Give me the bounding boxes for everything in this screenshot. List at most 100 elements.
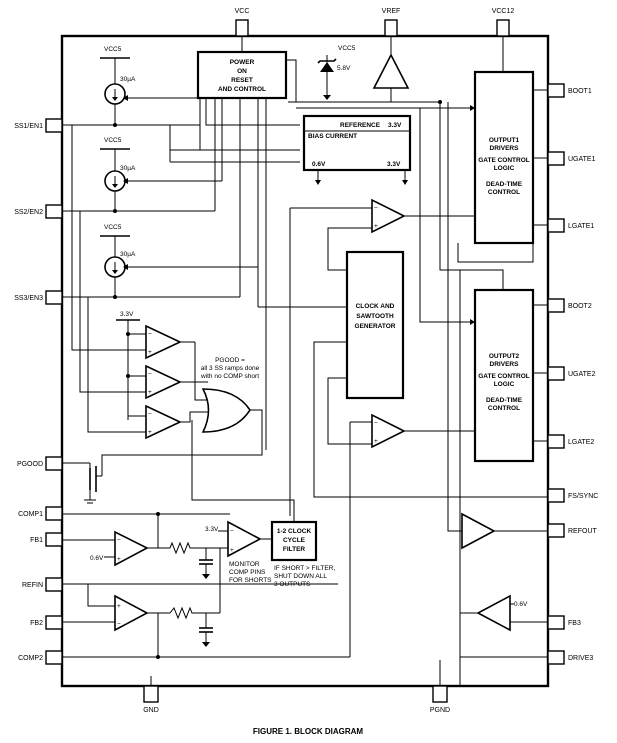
pin-label-ss2: SS2/EN2 — [14, 209, 43, 216]
out1-line-4: GATE CONTROL — [478, 157, 530, 164]
pin-refout: REFOUT — [547, 523, 598, 538]
pin-label-lgate2: LGATE2 — [568, 439, 594, 446]
fb3-op-amp-icon — [476, 594, 511, 632]
pgood-note-1: PGOOD = — [215, 357, 245, 364]
out1-line-8: CONTROL — [488, 189, 520, 196]
reference-3v3-label: 3.3V — [388, 122, 402, 129]
pin-label-fb1: FB1 — [30, 537, 43, 544]
refout-buffer-op-amp-icon — [461, 512, 496, 550]
pin-label-pgood: PGOOD — [17, 461, 43, 468]
power-on-reset-block: POWER ON RESET AND CONTROL — [196, 50, 288, 100]
svg-text:+: + — [148, 429, 152, 436]
pin-label-fb2: FB2 — [30, 620, 43, 627]
pin-label-vref: VREF — [382, 8, 401, 15]
zener-vcc5-label: VCC5 — [338, 45, 356, 52]
svg-text:−: − — [117, 621, 121, 628]
ref-3v3b-label: 3.3V — [387, 161, 401, 168]
pin-vcc12: VCC12 — [492, 8, 514, 37]
pgood-3v3-label: 3.3V — [120, 311, 134, 318]
op-amp-icon — [145, 324, 182, 360]
output2-block: OUTPUT2 DRIVERS GATE CONTROL LOGIC DEAD-… — [473, 288, 535, 463]
out2-line-7: DEAD-TIME — [486, 397, 523, 404]
pin-pgnd: PGND — [430, 685, 450, 714]
current-source-3: VCC5 30µA — [100, 224, 136, 297]
svg-text:+: + — [148, 389, 152, 396]
pin-label-boot2: BOOT2 — [568, 303, 592, 310]
out1-line-5: LOGIC — [494, 165, 515, 172]
svg-text:−: − — [148, 371, 152, 378]
pgood-comparators: 3.3V −+ −+ −+ PGOOD = all 3 SS ramps don… — [71, 125, 263, 476]
vcc5-label-2: VCC5 — [104, 137, 122, 144]
svg-text:+: + — [117, 603, 121, 610]
pin-refin: REFIN — [22, 577, 63, 592]
pin-gnd: GND — [143, 685, 159, 714]
pin-fb1: FB1 — [30, 532, 63, 547]
pin-label-lgate1: LGATE1 — [568, 223, 594, 230]
pin-label-drive3: DRIVE3 — [568, 655, 593, 662]
filter-line-2: CYCLE — [283, 537, 306, 544]
out1-line-1: OUTPUT1 — [489, 137, 520, 144]
vcc5-label-3: VCC5 — [104, 224, 122, 231]
pin-label-refout: REFOUT — [568, 528, 598, 535]
current-source-2: VCC5 30µA — [100, 137, 136, 211]
pin-ugate1: UGATE1 — [547, 151, 596, 166]
reference-bias-block: REFERENCE 3.3V BIAS CURRENT 0.6V 3.3V — [302, 114, 412, 172]
op-amp-icon — [114, 594, 149, 632]
short-note-1: IF SHORT > FILTER, — [274, 565, 335, 572]
svg-text:+: + — [117, 556, 121, 563]
pin-label-ugate2: UGATE2 — [568, 371, 596, 378]
power-line-2: ON — [237, 68, 247, 75]
power-line-3: RESET — [231, 77, 253, 84]
ref-0v6-label: 0.6V — [312, 161, 326, 168]
out2-line-4: GATE CONTROL — [478, 373, 530, 380]
zener-diode-icon: VCC5 5.8V — [317, 45, 356, 100]
monitor-3v3-label: 3.3V — [205, 526, 219, 533]
monitor-line-3: FOR SHORTS — [229, 577, 272, 584]
pin-label-comp1: COMP1 — [18, 511, 43, 518]
svg-text:+: + — [230, 547, 234, 554]
pin-comp2: COMP2 — [18, 650, 63, 665]
fb3-0v6-label: 0.6V — [514, 601, 528, 608]
svg-text:−: − — [117, 537, 121, 544]
vref-buffer-op-amp-icon — [372, 36, 410, 102]
out1-line-2: DRIVERS — [490, 145, 520, 152]
pin-label-ugate1: UGATE1 — [568, 156, 596, 163]
op-amp-icon — [371, 413, 406, 449]
pin-ugate2: UGATE2 — [547, 366, 596, 381]
pgood-note-3: with no COMP short — [200, 373, 259, 380]
svg-text:−: − — [374, 205, 378, 212]
pin-ss2: SS2/EN2 — [14, 204, 63, 219]
pin-label-pgnd: PGND — [430, 707, 450, 714]
resistor-icon — [169, 606, 220, 620]
pin-label-boot1: BOOT1 — [568, 88, 592, 95]
pin-label-fssync: FS/SYNC — [568, 493, 598, 500]
pin-ss3: SS3/EN3 — [14, 290, 63, 305]
svg-text:+: + — [374, 223, 378, 230]
pin-pgood: PGOOD — [17, 456, 63, 471]
out1-line-7: DEAD-TIME — [486, 181, 523, 188]
svg-text:−: − — [374, 420, 378, 427]
or-gate-icon — [201, 388, 251, 433]
op-amp-icon — [145, 364, 182, 400]
short-note-2: SHUT DOWN ALL — [274, 573, 327, 580]
current-label-2: 30µA — [120, 165, 136, 172]
zener-voltage-label: 5.8V — [337, 65, 351, 72]
pgood-note-2: all 3 SS ramps done — [201, 365, 260, 372]
pin-fb2: FB2 — [30, 615, 63, 630]
monitor-line-1: MONITOR — [229, 561, 260, 568]
pin-label-comp2: COMP2 — [18, 655, 43, 662]
pin-vref: VREF — [382, 8, 401, 37]
pin-fssync: FS/SYNC — [547, 488, 598, 503]
clock-line-3: GENERATOR — [355, 323, 396, 330]
current-source-1: VCC5 30µA — [100, 46, 136, 125]
pin-lgate1: LGATE1 — [547, 218, 594, 233]
out2-line-5: LOGIC — [494, 381, 515, 388]
monitor-line-2: COMP PINS — [229, 569, 266, 576]
pin-boot1: BOOT1 — [547, 83, 592, 98]
out2-line-8: CONTROL — [488, 405, 520, 412]
pin-label-refin: REFIN — [22, 582, 43, 589]
ic-outline — [60, 34, 550, 688]
pin-boot2: BOOT2 — [547, 298, 592, 313]
